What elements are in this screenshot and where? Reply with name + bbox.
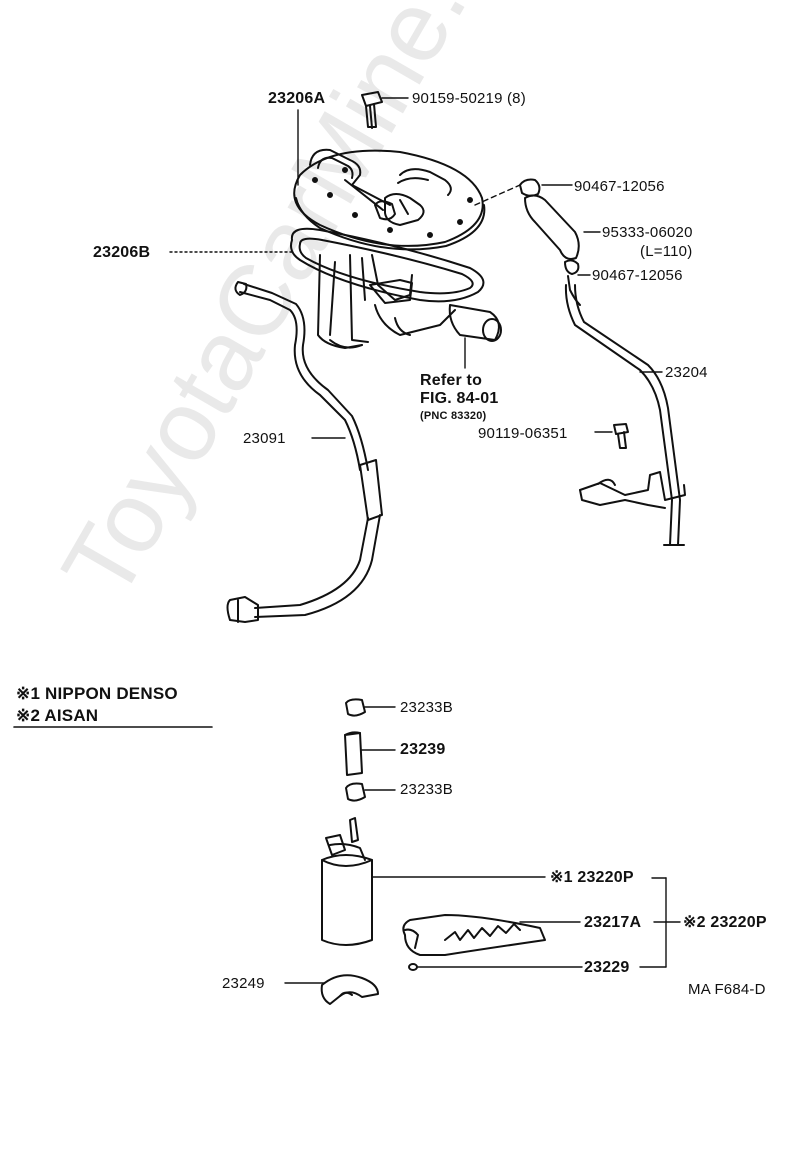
- label-23091: 23091: [243, 430, 286, 447]
- label-refer-to: Refer to: [420, 372, 483, 389]
- label-90119: 90119-06351: [478, 425, 568, 442]
- bolt-90119: [613, 423, 629, 449]
- clamp-23233B-bottom: [345, 782, 396, 802]
- label-23206A: 23206A: [268, 90, 326, 107]
- label-23220P-aisan: ※2 23220P: [683, 914, 767, 931]
- bracket-body: [317, 254, 502, 349]
- label-23206B: 23206B: [93, 244, 151, 261]
- clamp-23233B-top: [345, 698, 396, 717]
- label-90467-upper: 90467-12056: [574, 178, 665, 195]
- label-23249: 23249: [222, 975, 265, 992]
- label-refer-fig: FIG. 84-01: [420, 390, 499, 407]
- filter-23217A: [402, 914, 581, 956]
- figure-code: MA F684-D: [688, 981, 766, 998]
- gasket: [290, 227, 485, 303]
- legend-aisan: ※2 AISAN: [16, 706, 99, 725]
- label-23204: 23204: [665, 364, 708, 381]
- label-95333-length: (L=110): [640, 243, 693, 260]
- fuel-pump-23220P: [321, 817, 546, 946]
- cushion-23249: [284, 974, 379, 1005]
- legend-nippon-denso: ※1 NIPPON DENSO: [16, 684, 178, 703]
- clip-23229: [408, 963, 583, 971]
- label-90467-lower: 90467-12056: [592, 267, 683, 284]
- label-23217A: 23217A: [584, 914, 642, 931]
- label-refer-pnc: (PNC 83320): [420, 410, 487, 422]
- hose-95333: [519, 178, 581, 306]
- hose-23091: [226, 281, 383, 623]
- label-23229: 23229: [584, 959, 630, 976]
- label-23239: 23239: [400, 741, 446, 758]
- label-23233B-top: 23233B: [400, 699, 453, 716]
- bolt-90159: [361, 91, 409, 129]
- label-95333: 95333-06020: [602, 224, 693, 241]
- leader-lines-upper: [169, 109, 663, 439]
- bracket-lines-right: [639, 877, 681, 968]
- label-23220P-denso: ※1 23220P: [550, 869, 634, 886]
- label-90159: 90159-50219 (8): [412, 90, 526, 107]
- pipe-23204: [564, 284, 686, 546]
- hose-23239: [344, 731, 396, 776]
- pump-bracket-plate: [293, 148, 486, 251]
- label-23233B-bottom: 23233B: [400, 781, 453, 798]
